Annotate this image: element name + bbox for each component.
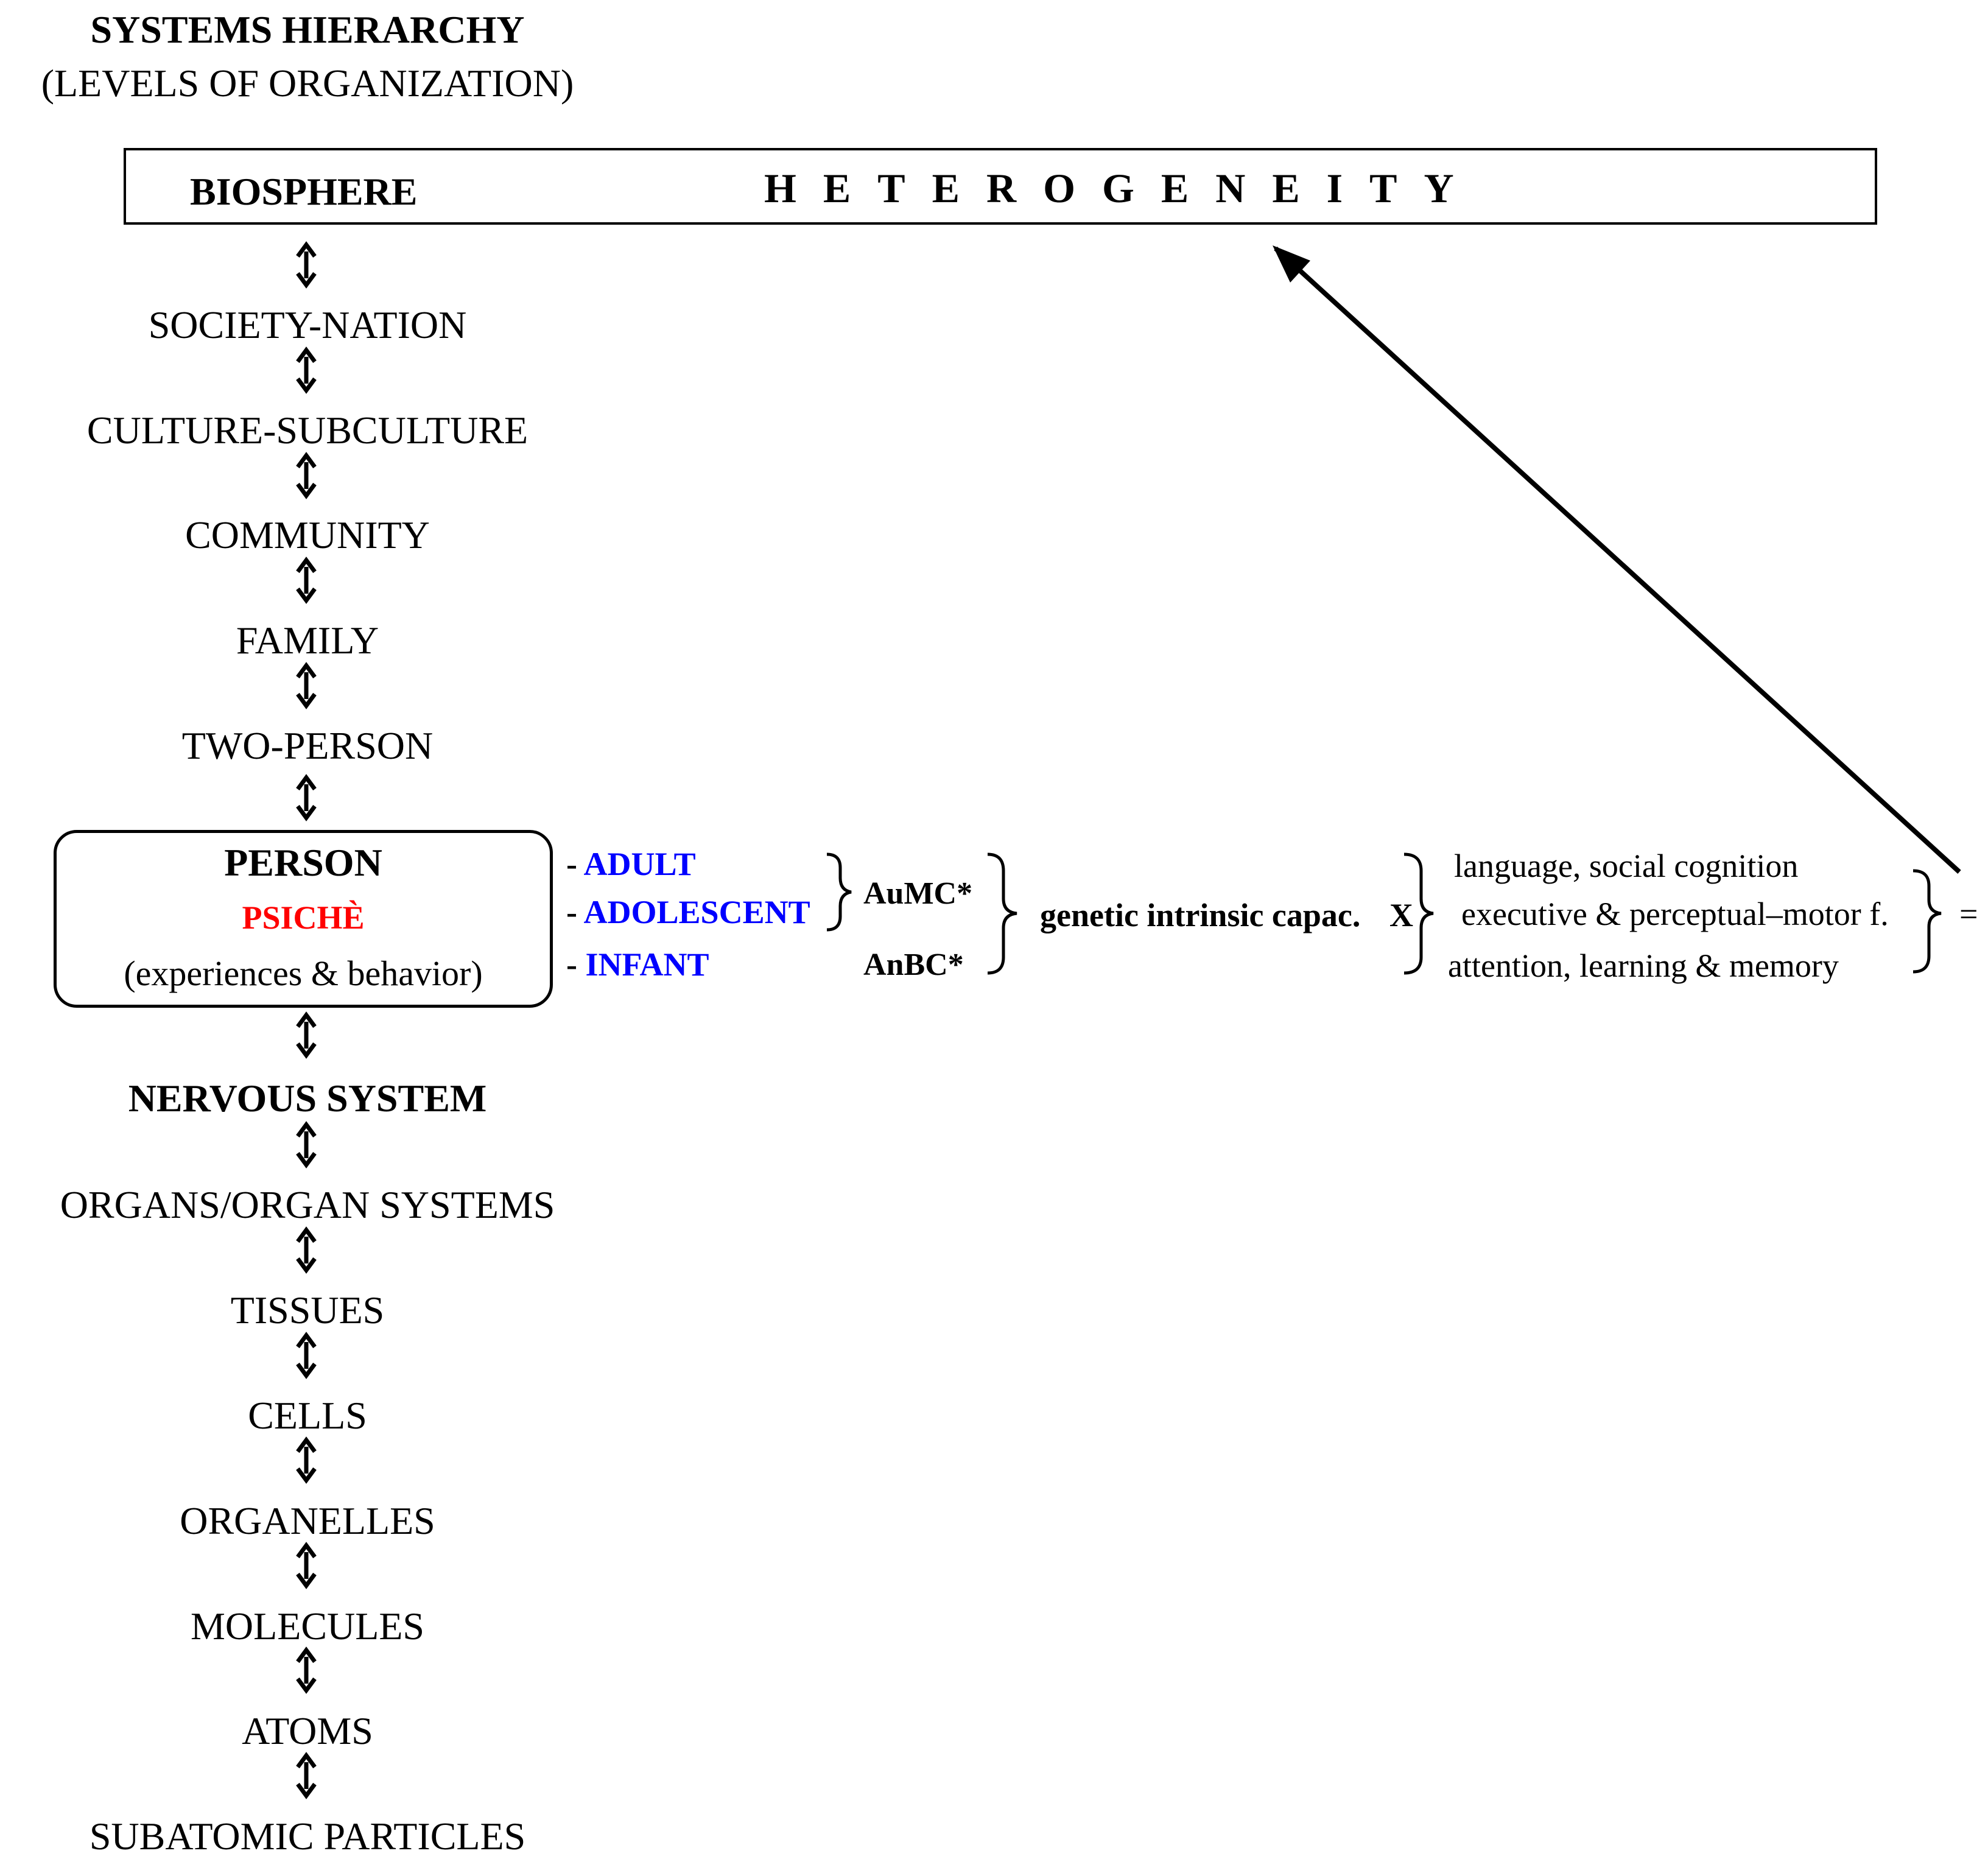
function-attention-memory: attention, learning & memory bbox=[1448, 947, 1839, 984]
level-tissues: TISSUES bbox=[230, 1288, 385, 1332]
level-organs: ORGANS/ORGAN SYSTEMS bbox=[60, 1183, 555, 1226]
diagram-subtitle: (LEVELS OF ORGANIZATION) bbox=[41, 61, 574, 105]
stage-dash: - bbox=[566, 894, 584, 930]
level-connector-icon bbox=[298, 1545, 315, 1586]
brace-icon bbox=[826, 852, 852, 932]
anbc-label: AnBC* bbox=[863, 947, 964, 982]
level-connector-icon bbox=[298, 1015, 315, 1055]
level-connector-icon bbox=[298, 350, 315, 390]
multiply-sign: X bbox=[1389, 897, 1413, 933]
level-community: COMMUNITY bbox=[185, 513, 430, 557]
stage-name: ADOLESCENT bbox=[583, 894, 810, 930]
stage-name: ADULT bbox=[583, 846, 696, 882]
level-connector-icon bbox=[298, 778, 315, 818]
level-connector-icon bbox=[298, 1335, 315, 1376]
level-culture-subculture: CULTURE-SUBCULTURE bbox=[86, 409, 529, 452]
level-connector-icon bbox=[298, 1440, 315, 1480]
feedback-arrow-shaft bbox=[1274, 247, 1961, 874]
level-atoms: ATOMS bbox=[242, 1709, 373, 1752]
level-connector-icon bbox=[298, 1650, 315, 1690]
function-executive-perceptual: executive & perceptual–motor f. bbox=[1461, 896, 1889, 932]
level-molecules: MOLECULES bbox=[191, 1604, 424, 1648]
level-connector-icon bbox=[298, 1230, 315, 1270]
level-two-person: TWO-PERSON bbox=[181, 724, 434, 767]
biosphere-label: BIOSPHERE bbox=[190, 170, 418, 213]
level-subatomic-particles: SUBATOMIC PARTICLES bbox=[89, 1815, 526, 1858]
genetic-capacity-label: genetic intrinsic capac. bbox=[1040, 897, 1361, 933]
diagram-title: SYSTEMS HIERARCHY bbox=[90, 8, 525, 51]
diagonal-arrow-icon bbox=[1273, 245, 1310, 283]
stage-adult: - ADULT bbox=[566, 845, 696, 883]
stage-dash: - bbox=[566, 846, 584, 882]
person-subtitle: (experiences & behavior) bbox=[124, 954, 483, 993]
level-connector-icon bbox=[298, 245, 315, 285]
equals-sign: = bbox=[1959, 896, 1978, 932]
person-box bbox=[54, 830, 553, 1008]
level-connector-icon bbox=[298, 560, 315, 600]
level-connector-icon bbox=[298, 666, 315, 706]
function-language-social: language, social cognition bbox=[1454, 848, 1799, 884]
stage-dash: - bbox=[566, 946, 586, 983]
level-connector-icon bbox=[298, 455, 315, 496]
brace-icon bbox=[1403, 852, 1434, 975]
level-connector-icon bbox=[298, 1125, 315, 1165]
level-society-nation: SOCIETY-NATION bbox=[148, 303, 467, 346]
brace-icon bbox=[987, 852, 1017, 975]
biosphere-box bbox=[124, 148, 1877, 225]
stage-infant: - INFANT bbox=[566, 946, 709, 983]
heterogeneity-label: HETEROGENEITY bbox=[764, 165, 1481, 211]
aumc-label: AuMC* bbox=[863, 876, 973, 911]
psiche-label: PSICHÈ bbox=[242, 899, 365, 936]
level-nervous-system: NERVOUS SYSTEM bbox=[128, 1077, 487, 1120]
stage-adolescent: - ADOLESCENT bbox=[566, 893, 810, 931]
level-cells: CELLS bbox=[248, 1394, 367, 1437]
person-title: PERSON bbox=[224, 841, 382, 884]
level-connector-icon bbox=[298, 1755, 315, 1796]
stage-name: INFANT bbox=[585, 946, 709, 983]
brace-icon bbox=[1912, 869, 1942, 974]
level-family: FAMILY bbox=[236, 619, 379, 662]
level-organelles: ORGANELLES bbox=[180, 1499, 435, 1542]
